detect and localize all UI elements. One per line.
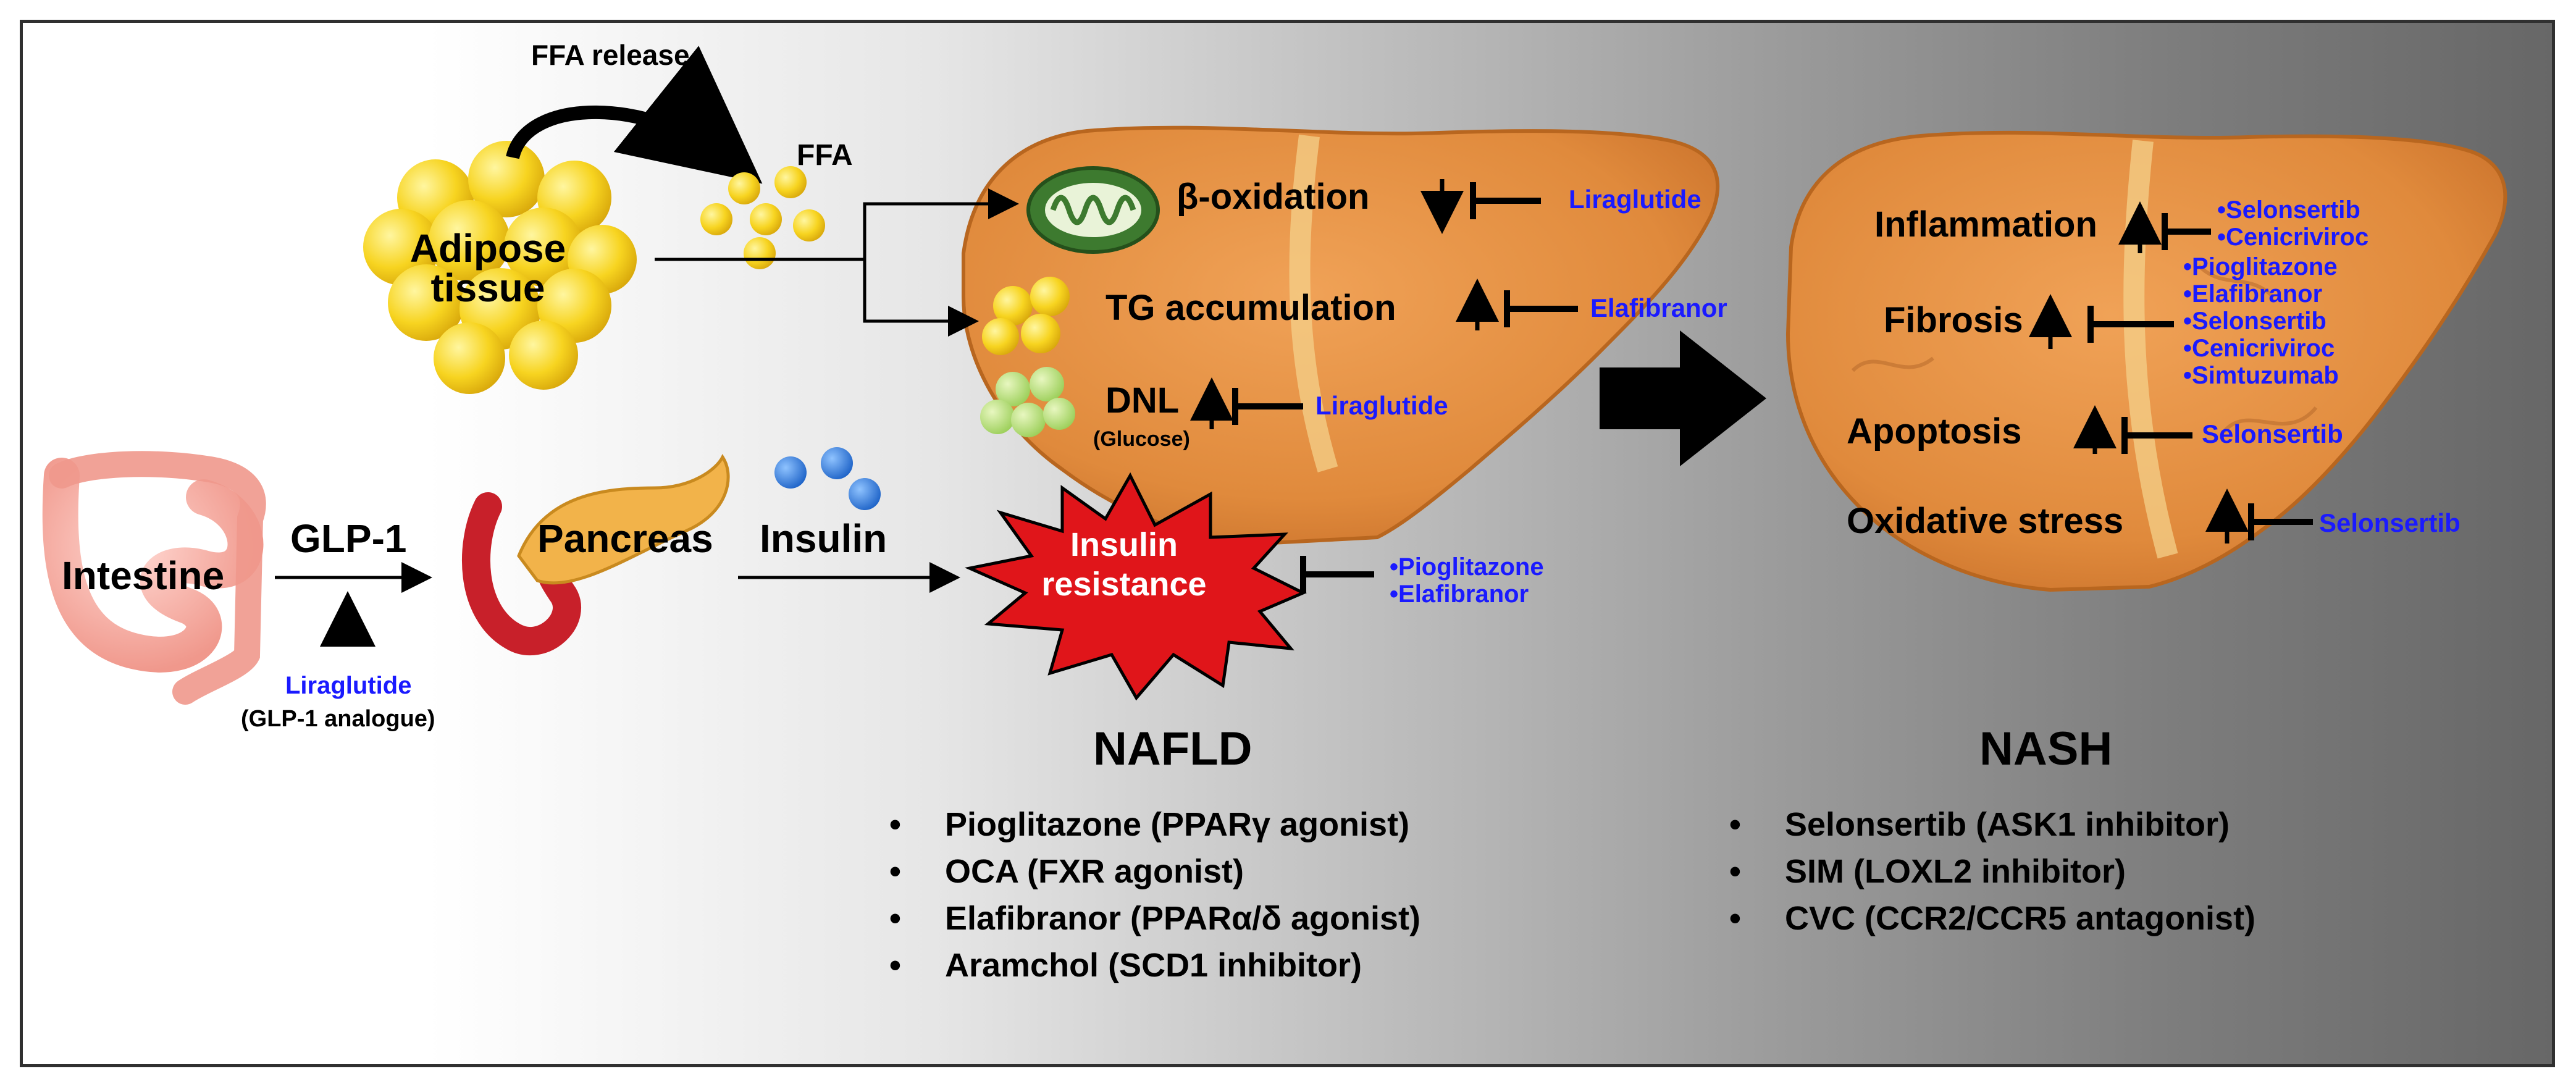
oxidative-stress-label: Oxidative stress: [1847, 501, 2124, 541]
adipose-tissue-cluster: [363, 141, 637, 394]
fibrosis-drug: Pioglitazone: [2183, 253, 2339, 280]
pancreas-icon: [461, 454, 730, 655]
liraglutide-note: (GLP-1 analogue): [241, 706, 435, 732]
progression-arrow: [1600, 330, 1766, 466]
insulin-dots: [774, 447, 881, 510]
tg-accumulation-label: TG accumulation: [1105, 288, 1396, 328]
nafld-treatment-item: OCA (FXR agonist): [889, 848, 1420, 895]
inflammation-drug: Selonsertib: [2217, 196, 2368, 224]
dnl-label: DNL: [1105, 380, 1180, 421]
fibrosis-label: Fibrosis: [1884, 300, 2023, 340]
dnl-drug: Liraglutide: [1315, 391, 1448, 420]
nash-treatment-item: SIM (LOXL2 inhibitor): [1729, 848, 2255, 895]
ffa-label: FFA: [797, 139, 853, 172]
nash-treatment-item: Selonsertib (ASK1 inhibitor): [1729, 801, 2255, 848]
liraglutide-label: Liraglutide: [285, 672, 412, 699]
apoptosis-drug: Selonsertib: [2202, 419, 2343, 448]
tg-drug: Elafibranor: [1590, 293, 1727, 322]
fibrosis-drug: Simtuzumab: [2183, 362, 2339, 389]
insulin-resistance-burst: [964, 472, 1307, 701]
nafld-treatment-item: Pioglitazone (PPARγ agonist): [889, 801, 1420, 848]
oxidative-stress-drug: Selonsertib: [2319, 508, 2461, 537]
ffa-release-label: FFA release: [531, 39, 690, 71]
adipose-label-line2: tissue: [430, 266, 545, 310]
fibrosis-drug: Selonsertib: [2183, 308, 2339, 335]
intestine-label: Intestine: [62, 553, 225, 598]
nash-treatment-item: CVC (CCR2/CCR5 antagonist): [1729, 895, 2255, 942]
nafld-treatment-item: Aramchol (SCD1 inhibitor): [889, 942, 1420, 989]
fibrosis-drug: Cenicriviroc: [2183, 335, 2339, 362]
insulin-label: Insulin: [760, 516, 887, 561]
adipose-label: Adipose tissue: [408, 229, 568, 308]
nash-treatment-list: Selonsertib (ASK1 inhibitor) SIM (LOXL2 …: [1729, 801, 2255, 942]
beta-oxidation-drug: Liraglutide: [1569, 185, 1701, 214]
insulin-resistance-drug: Elafibranor: [1390, 581, 1544, 608]
apoptosis-label: Apoptosis: [1847, 411, 2022, 451]
insulin-resistance-label: Insulin resistance: [1013, 525, 1235, 604]
pancreas-label: Pancreas: [537, 516, 713, 561]
insulin-resistance-line2: resistance: [1041, 566, 1207, 603]
adipose-label-line1: Adipose: [409, 226, 566, 271]
ffa-droplets: [700, 166, 825, 269]
nafld-title: NAFLD: [1093, 723, 1252, 775]
inflammation-drugs: Selonsertib Cenicriviroc: [2217, 196, 2368, 251]
mitochondrion-icon: [1026, 166, 1160, 254]
intestine-icon: [42, 451, 266, 705]
nafld-treatment-list: Pioglitazone (PPARγ agonist) OCA (FXR ag…: [889, 801, 1420, 989]
glucose-cluster-icon: [980, 367, 1075, 437]
fibrosis-drug: Elafibranor: [2183, 280, 2339, 308]
lipid-droplets-icon: [982, 277, 1070, 355]
insulin-resistance-line1: Insulin: [1070, 526, 1178, 563]
insulin-resistance-drugs: Pioglitazone Elafibranor: [1390, 553, 1544, 608]
insulin-resistance-drug: Pioglitazone: [1390, 553, 1544, 581]
nafld-treatment-item: Elafibranor (PPARα/δ agonist): [889, 895, 1420, 942]
fibrosis-drugs: Pioglitazone Elafibranor Selonsertib Cen…: [2183, 253, 2339, 389]
inflammation-label: Inflammation: [1874, 204, 2097, 245]
inflammation-drug: Cenicriviroc: [2217, 224, 2368, 251]
beta-oxidation-label: β-oxidation: [1177, 177, 1370, 217]
glp1-label: GLP-1: [290, 516, 407, 561]
nash-title: NASH: [1979, 723, 2113, 775]
dnl-note: (Glucose): [1093, 427, 1190, 451]
